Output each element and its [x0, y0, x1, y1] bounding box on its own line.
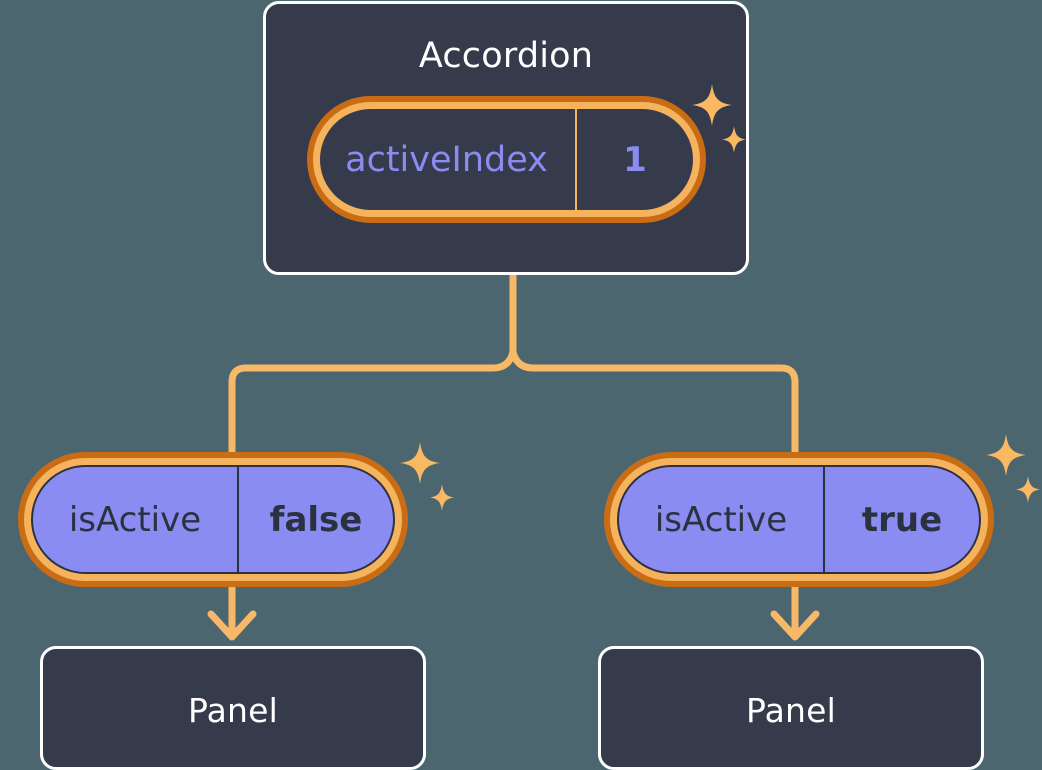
sparkle-icon	[986, 434, 1040, 503]
state-value-label: 1	[623, 139, 647, 180]
component-card-panel-left[interactable]: Panel	[40, 646, 426, 770]
state-pill-inner-ring: isActive true	[610, 458, 988, 581]
state-pill-inner-ring: isActive false	[24, 458, 402, 581]
state-value-label: true	[861, 499, 943, 540]
state-pill-body: isActive true	[617, 465, 981, 574]
state-pill-is-active-right[interactable]: isActive true	[604, 452, 994, 587]
connector-branch-left	[228, 348, 517, 456]
state-pill-active-index[interactable]: activeIndex 1	[307, 96, 706, 223]
component-title: Panel	[187, 691, 279, 730]
state-pill-body: isActive false	[31, 465, 395, 574]
state-key-label: isActive	[619, 467, 825, 572]
component-title: Accordion	[418, 36, 594, 76]
state-key-label: activeIndex	[320, 109, 577, 210]
component-title: Panel	[745, 691, 837, 730]
state-key-label: isActive	[33, 467, 239, 572]
state-pill-body: activeIndex 1	[320, 109, 693, 210]
state-pill-inner-ring: activeIndex 1	[313, 102, 700, 217]
state-value-label: false	[269, 499, 363, 540]
component-card-panel-right[interactable]: Panel	[598, 646, 984, 770]
state-pill-is-active-left[interactable]: isActive false	[18, 452, 408, 587]
connector-branch-right	[509, 348, 799, 456]
